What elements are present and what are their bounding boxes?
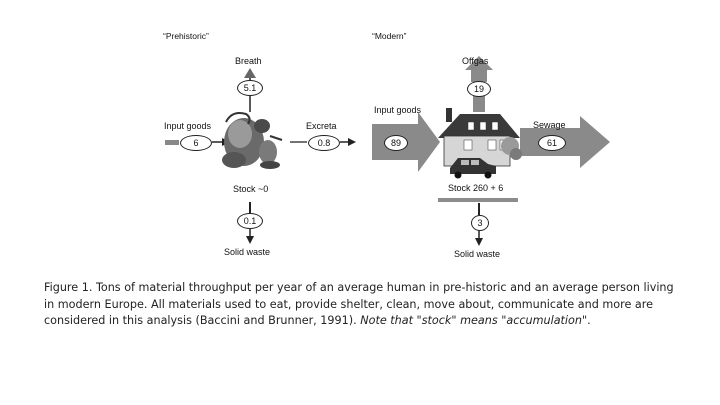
prehistoric-input-value: 6 [180, 135, 212, 151]
caption-end: . [587, 314, 591, 327]
caption-note: Note that "stock" means "accumulation" [360, 314, 588, 327]
breath-value: 5.1 [237, 80, 263, 96]
caption-main: Figure 1. Tons of material throughput pe… [44, 281, 674, 327]
excreta-label: Excreta [306, 121, 337, 131]
excreta-value: 0.8 [308, 135, 340, 151]
breath-label: Breath [235, 56, 262, 66]
prehistoric-solid-waste-label: Solid waste [224, 247, 271, 257]
offgas-label: Offgas [462, 56, 489, 66]
car-illustration [450, 158, 496, 179]
house-illustration [438, 108, 522, 167]
modern-solid-waste-label: Solid waste [454, 249, 501, 259]
prehistoric-input-label: Input goods [164, 121, 212, 131]
prehistoric-solid-waste-value: 0.1 [237, 213, 263, 229]
prehistoric-human-figure [222, 112, 283, 169]
modern-stock-label: Stock 260 + 6 [448, 183, 504, 193]
sewage-label: Sewage [533, 120, 566, 130]
modern-solid-waste-value: 3 [471, 215, 489, 231]
prehistoric-title: “Prehistoric” [163, 31, 209, 41]
offgas-arrow [465, 56, 493, 112]
modern-input-label: Input goods [374, 105, 422, 115]
modern-stock-bar [438, 198, 518, 202]
modern-title: “Modern” [372, 31, 407, 41]
offgas-value: 19 [467, 81, 491, 97]
figure-caption: Figure 1. Tons of material throughput pe… [44, 280, 684, 330]
sewage-value: 61 [538, 135, 566, 151]
modern-input-value: 89 [384, 135, 408, 151]
prehistoric-stock-label: Stock ~0 [233, 184, 269, 194]
